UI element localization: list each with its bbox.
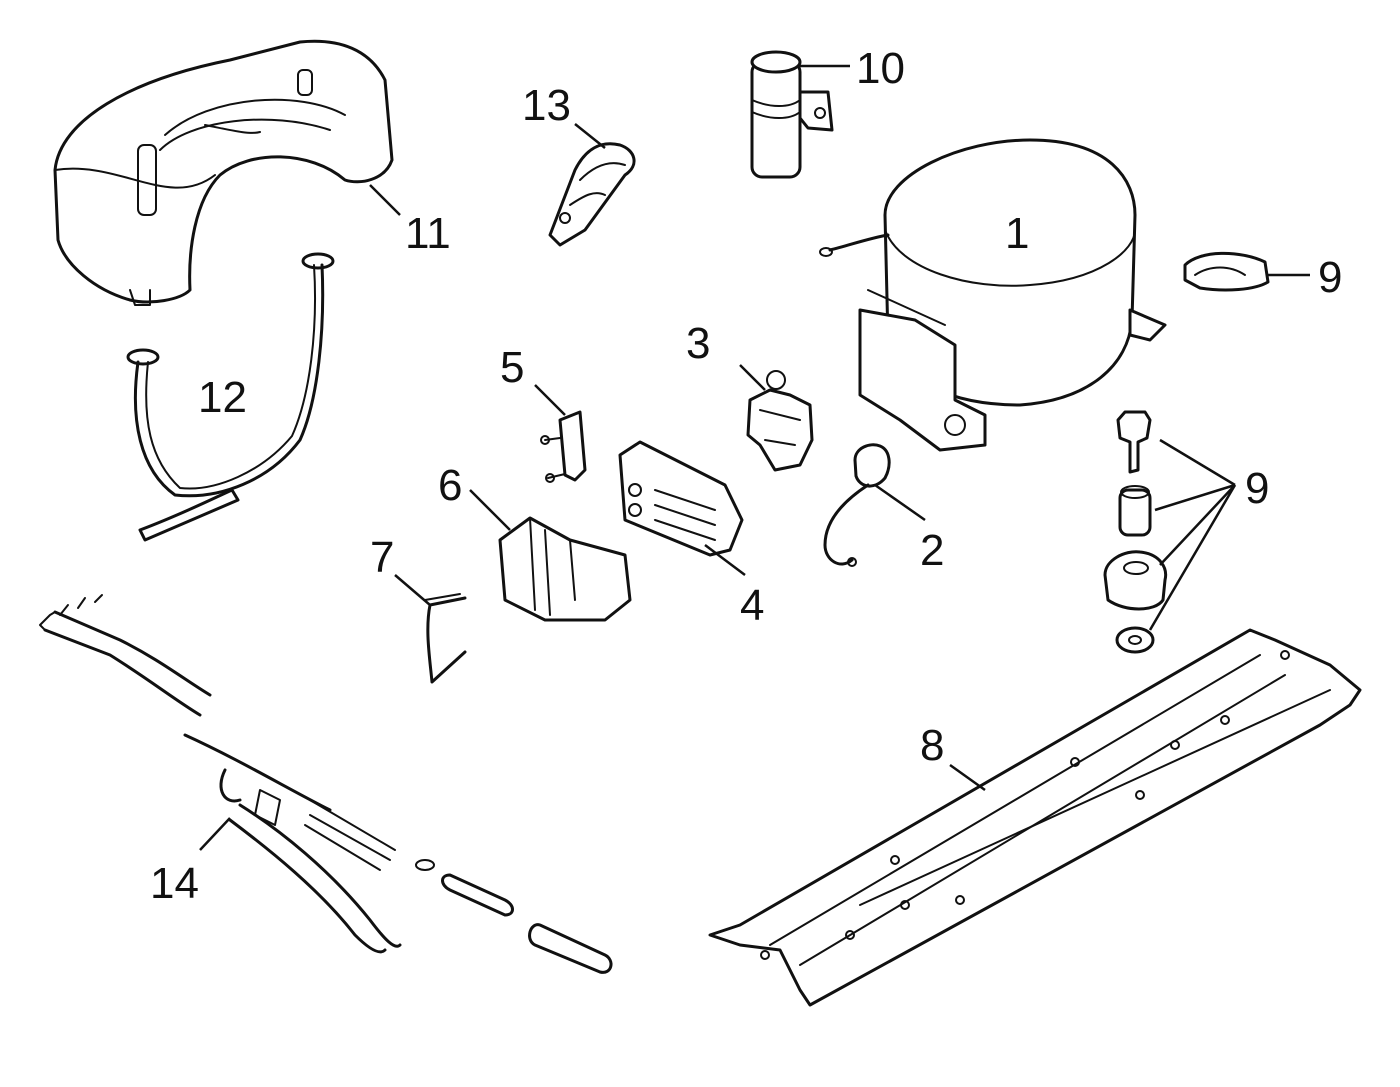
callout-10: 10 — [856, 44, 905, 93]
callout-7: 7 — [370, 533, 394, 582]
part-2-protector — [823, 443, 891, 567]
callout-14: 14 — [150, 859, 199, 908]
part-7-wire-clip — [424, 593, 467, 684]
part-6-cover — [498, 516, 632, 622]
part-1-compressor — [819, 138, 1167, 452]
callout-9-upper: 9 — [1318, 253, 1342, 302]
part-9-grommet — [1183, 251, 1270, 292]
part-3-relay — [746, 370, 814, 472]
callout-1: 1 — [1005, 209, 1029, 258]
callout-13: 13 — [522, 81, 571, 130]
part-10-capacitor — [750, 50, 834, 179]
callout-6: 6 — [438, 461, 462, 510]
callout-labels: 1 2 3 4 5 6 7 8 9 9 10 11 12 13 14 — [150, 44, 1342, 908]
callout-4: 4 — [740, 581, 764, 630]
callout-12: 12 — [198, 373, 247, 422]
callout-2: 2 — [920, 526, 944, 575]
part-14-power-cord — [39, 594, 613, 974]
part-9-mounting-hardware — [1103, 410, 1168, 654]
callout-9-lower: 9 — [1245, 464, 1269, 513]
part-13-clip — [548, 142, 636, 247]
callout-5: 5 — [500, 343, 524, 392]
callout-8: 8 — [920, 721, 944, 770]
part-5-terminal — [540, 410, 587, 483]
callout-3: 3 — [686, 319, 710, 368]
part-8-base-plate — [708, 628, 1362, 1007]
part-4-terminal-cover — [618, 440, 744, 557]
leader-lines — [199, 64, 1310, 851]
part-11-drip-tray — [53, 39, 394, 306]
part-12-drain-tube — [126, 252, 335, 542]
callout-11: 11 — [405, 209, 451, 258]
